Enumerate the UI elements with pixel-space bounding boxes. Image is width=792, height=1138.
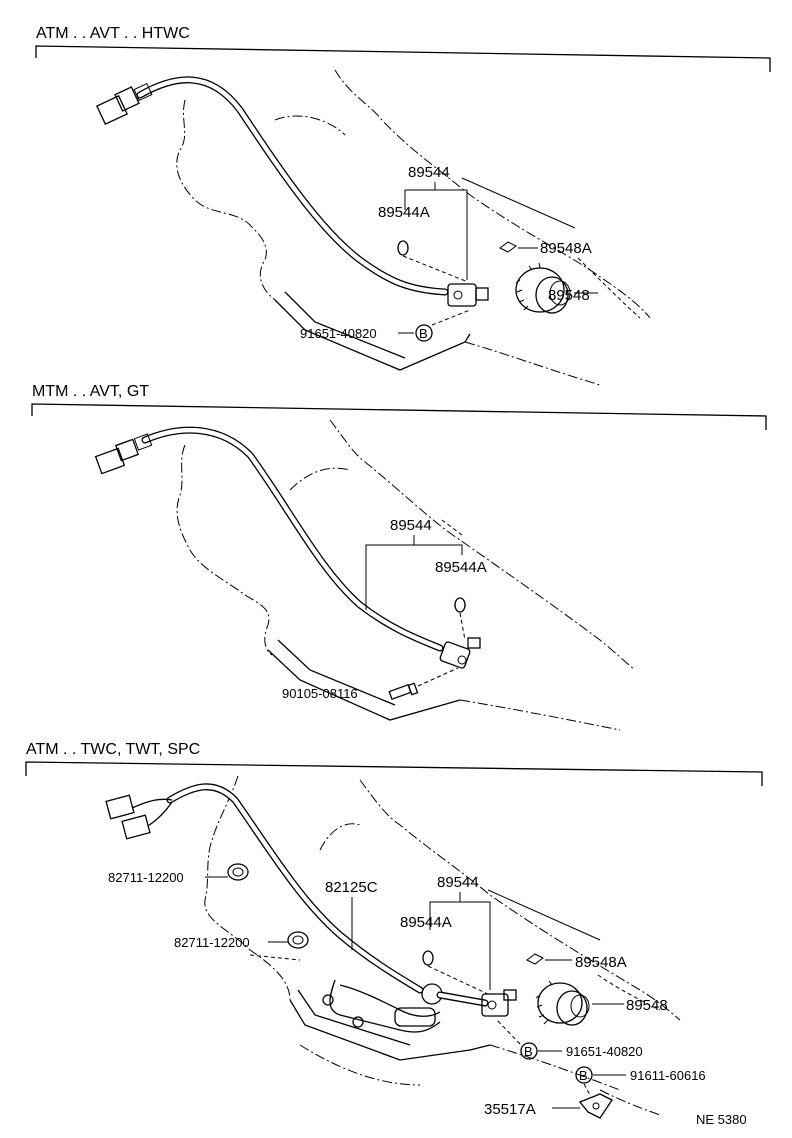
bolt-marker-s1 xyxy=(415,324,433,342)
oring-2 xyxy=(454,597,466,613)
section-title-1: ATM . . AVT . . HTWC xyxy=(36,25,190,42)
label-82125c: 82125C xyxy=(325,879,378,896)
connector-1 xyxy=(96,82,153,125)
transmission-outline-upper-3 xyxy=(359,779,681,1021)
bolt2-marker-s3 xyxy=(575,1066,593,1084)
clamp-lower-s3 xyxy=(287,931,309,949)
label-82711-upper: 82711-12200 xyxy=(108,870,184,885)
label-90105-s2: 90105-08116 xyxy=(282,686,358,701)
label-91611-s3: 91611-60616 xyxy=(630,1068,706,1083)
clamp-upper-s3 xyxy=(227,863,249,881)
transmission-flange-2 xyxy=(284,291,406,359)
sub-harness-box xyxy=(394,1007,436,1027)
transmission-flange-1 xyxy=(274,299,471,371)
clip-3 xyxy=(526,953,544,965)
speed-sensor-1 xyxy=(447,283,489,307)
section-title-2: MTM . . AVT, GT xyxy=(32,383,149,400)
bolt-marker-letter-s3: B xyxy=(524,1044,533,1059)
label-89544-s3: 89544 xyxy=(437,874,479,891)
label-89548-s3: 89548 xyxy=(626,997,668,1014)
bolt-marker-letter-s1: B xyxy=(419,326,428,341)
section-atm-htwc: ATM . . AVT . . HTWC 89544 89544A xyxy=(35,25,771,386)
bracket-35517a xyxy=(578,1093,613,1119)
section-bracket-2 xyxy=(31,403,767,430)
speed-sensor-2 xyxy=(439,637,481,669)
transmission-outline-left-2 xyxy=(176,444,273,656)
section-title-3: ATM . . TWC, TWT, SPC xyxy=(26,741,200,758)
transmission-outline-left-3 xyxy=(204,775,291,1001)
section-bracket-1 xyxy=(35,45,771,72)
label-89544-s1: 89544 xyxy=(408,164,450,181)
transmission-flange-s2 xyxy=(267,649,461,721)
bolt2-marker-letter-s3: B xyxy=(579,1068,588,1083)
section-mtm-gt: MTM . . AVT, GT 89544 89544A 90105-08116 xyxy=(31,383,767,731)
label-91651-s1: 91651-40820 xyxy=(300,326,377,341)
oring-1 xyxy=(397,240,409,256)
label-35517a: 35517A xyxy=(484,1101,536,1118)
transmission-outline-inner xyxy=(274,115,346,136)
label-91651-s3: 91651-40820 xyxy=(566,1044,643,1059)
connector-3 xyxy=(105,794,173,840)
label-89544a-s1: 89544A xyxy=(378,204,430,221)
clip-1 xyxy=(499,241,517,253)
driven-gear-1 xyxy=(515,262,571,314)
label-82711-lower: 82711-12200 xyxy=(174,935,250,950)
label-89548-s1: 89548 xyxy=(548,287,590,304)
label-89548a-s3: 89548A xyxy=(575,954,627,971)
connector-2 xyxy=(94,433,153,475)
transmission-outline-lower xyxy=(464,341,601,386)
bolt-marker-s3 xyxy=(520,1042,538,1060)
transmission-outline-left xyxy=(176,99,276,301)
leader-89544-s2 xyxy=(365,544,463,610)
label-89548a-s1: 89548A xyxy=(540,240,592,257)
transmission-outline-upper xyxy=(334,69,651,319)
oring-3 xyxy=(422,950,434,966)
bolt-s2 xyxy=(388,682,419,701)
leader-89544-s1 xyxy=(404,189,468,280)
sub-harness-s3 xyxy=(339,984,441,1017)
driven-gear-3 xyxy=(535,980,590,1026)
section-bracket-3 xyxy=(25,761,763,786)
speed-sensor-cable-2 xyxy=(141,426,444,652)
transmission-flange-s3 xyxy=(289,999,491,1061)
label-89544a-s3: 89544A xyxy=(400,914,452,931)
label-89544a-s2: 89544A xyxy=(435,559,487,576)
speed-sensor-3 xyxy=(481,989,517,1017)
section-atm-spc: ATM . . TWC, TWT, SPC 82711-12200 82711-… xyxy=(25,741,763,1119)
footer-code: NE 5380 xyxy=(696,1112,747,1127)
label-89544-s2: 89544 xyxy=(390,517,432,534)
